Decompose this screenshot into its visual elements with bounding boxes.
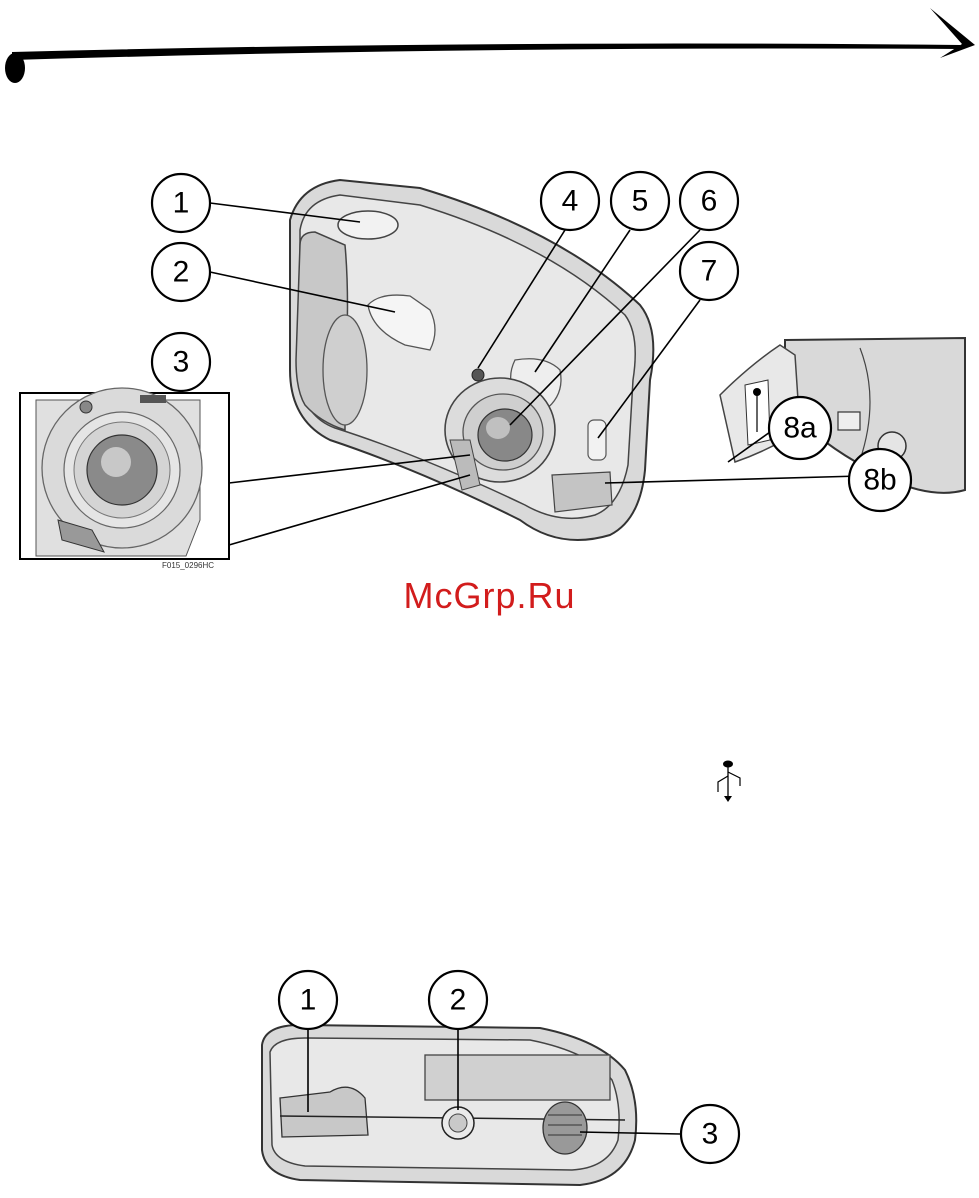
bottom-callout-1: 1 <box>279 971 337 1029</box>
svg-text:1: 1 <box>300 984 317 1017</box>
svg-text:1: 1 <box>173 187 190 220</box>
svg-text:2: 2 <box>173 256 190 289</box>
svg-text:4: 4 <box>562 185 579 218</box>
svg-text:3: 3 <box>173 346 190 379</box>
svg-text:8b: 8b <box>863 464 896 497</box>
callout-4: 4 <box>541 172 599 230</box>
camera-bottom-illustration <box>262 1025 636 1185</box>
svg-text:8a: 8a <box>783 412 817 445</box>
svg-text:2: 2 <box>450 984 467 1017</box>
callout-5: 5 <box>611 172 669 230</box>
watermark-text: McGrp.Ru <box>0 575 979 617</box>
usb-icon <box>718 761 740 803</box>
svg-text:6: 6 <box>701 185 718 218</box>
header-rule <box>5 44 960 83</box>
callout-1: 1 <box>152 174 210 232</box>
callout-6: 6 <box>680 172 738 230</box>
header-arrow-icon <box>930 8 975 58</box>
callout-3: 3 <box>152 333 210 391</box>
callout-7: 7 <box>680 242 738 300</box>
inset-code: F015_0296HC <box>162 561 214 570</box>
camera-front-illustration <box>290 180 653 540</box>
bottom-callout-3: 3 <box>681 1105 739 1163</box>
lens-inset <box>20 388 229 559</box>
connector-side-illustration <box>720 338 965 493</box>
callout-8a: 8a <box>769 397 831 459</box>
svg-text:7: 7 <box>701 255 718 288</box>
svg-text:3: 3 <box>702 1118 719 1151</box>
svg-text:5: 5 <box>632 185 649 218</box>
callout-2: 2 <box>152 243 210 301</box>
bottom-callout-2: 2 <box>429 971 487 1029</box>
callout-8b: 8b <box>849 449 911 511</box>
